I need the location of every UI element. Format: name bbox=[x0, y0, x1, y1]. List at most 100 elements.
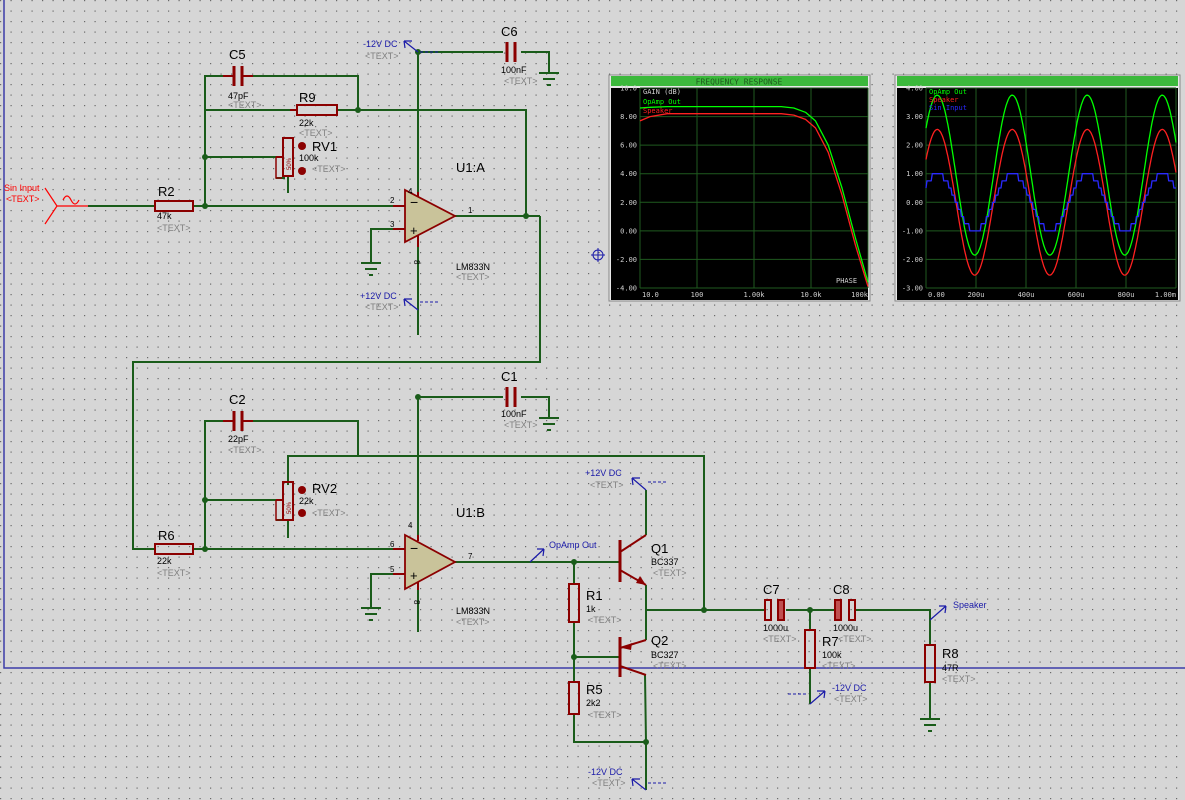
pos12-text: <TEXT> bbox=[365, 302, 399, 312]
c7-ref: C7 bbox=[763, 582, 780, 597]
capacitor-c8[interactable]: C8 1000u <TEXT> bbox=[833, 582, 872, 644]
rv2-value: 22k bbox=[299, 496, 314, 506]
r6-text: <TEXT> bbox=[157, 568, 191, 578]
r5-value: 2k2 bbox=[586, 698, 601, 708]
net-label-opamp-out[interactable]: OpAmp Out bbox=[529, 540, 597, 563]
graph2-legend-opamp-out: OpAmp Out bbox=[929, 88, 967, 96]
r1-value: 1k bbox=[586, 604, 596, 614]
y-tick-label: 6.00 bbox=[620, 142, 637, 150]
graph2-legend-speaker: Speaker bbox=[929, 96, 959, 104]
resistor-r6[interactable]: R6 22k <TEXT> bbox=[154, 528, 194, 578]
transistor-q2[interactable]: Q2 BC327 <TEXT> bbox=[618, 633, 687, 677]
c8-text: <TEXT> bbox=[838, 634, 872, 644]
x-tick-label: 10.0 bbox=[642, 291, 659, 299]
transistor-q1[interactable]: Q1 BC337 <TEXT> bbox=[618, 534, 687, 586]
series-line-speaker bbox=[639, 113, 869, 287]
c8-ref: C8 bbox=[833, 582, 850, 597]
resistor-r5[interactable]: R5 2k2 <TEXT> bbox=[568, 681, 622, 720]
capacitor-c6[interactable]: C6 100nF <TEXT> bbox=[501, 24, 538, 86]
c7-text: <TEXT> bbox=[763, 634, 797, 644]
u1b-pin-6: 6 bbox=[390, 540, 395, 549]
x-tick-label: 400u bbox=[1018, 291, 1035, 299]
y-tick-label: 8.00 bbox=[620, 113, 637, 121]
rv2-ref: RV2 bbox=[312, 481, 337, 496]
sin-input-text: <TEXT> bbox=[6, 194, 40, 204]
opamp-u1a[interactable]: − + 4 2 3 1 8 U1:A LM833N <TEXT> bbox=[390, 160, 490, 282]
rv1-text: <TEXT> bbox=[312, 164, 346, 174]
origin-marker-icon bbox=[591, 248, 605, 262]
r7-text: <TEXT> bbox=[822, 661, 856, 671]
rv2-increment-button[interactable] bbox=[298, 486, 306, 494]
power-terminal-neg12-top[interactable]: -12V DC <TEXT> bbox=[363, 39, 440, 61]
rv2-dial: 50% bbox=[287, 501, 293, 514]
graph1-ylabel: GAIN (dB) bbox=[643, 88, 681, 96]
q1-text: <TEXT> bbox=[653, 568, 687, 578]
rv2-decrement-button[interactable] bbox=[298, 509, 306, 517]
c2-text: <TEXT> bbox=[228, 445, 262, 455]
y-tick-label: -2.00 bbox=[616, 256, 637, 264]
series-line-opamp-out bbox=[639, 105, 869, 283]
r8-ref: R8 bbox=[942, 646, 959, 661]
y-tick-label: -3.00 bbox=[902, 285, 923, 293]
rv1-increment-button[interactable] bbox=[298, 142, 306, 150]
u1b-minus-sign: − bbox=[410, 540, 418, 556]
potentiometer-rv1[interactable]: 50% RV1 100k <TEXT> bbox=[275, 137, 346, 179]
capacitor-c1[interactable]: C1 100nF <TEXT> bbox=[501, 369, 538, 430]
transient-analysis-graph[interactable]: 4.003.002.001.000.00-1.00-2.00-3.00 0.00… bbox=[894, 74, 1181, 302]
sin-input-generator[interactable]: Sin Input <TEXT> bbox=[4, 183, 88, 225]
rv1-value: 100k bbox=[299, 153, 319, 163]
r5-text: <TEXT> bbox=[588, 710, 622, 720]
r6-value: 22k bbox=[157, 556, 172, 566]
y-tick-label: 2.00 bbox=[906, 142, 923, 150]
sheet-border bbox=[3, 0, 1185, 669]
r9-value: 22k bbox=[299, 118, 314, 128]
capacitor-c7[interactable]: C7 1000u <TEXT> bbox=[763, 582, 797, 644]
opamp-u1b[interactable]: − + 4 6 5 7 8 U1:B LM833N <TEXT> bbox=[390, 505, 490, 627]
pos12-q1-label: +12V DC bbox=[585, 468, 622, 478]
c5-value: 47pF bbox=[228, 91, 249, 101]
neg12-bottom-text: <TEXT> bbox=[592, 778, 626, 788]
r8-value: 47R bbox=[942, 663, 959, 673]
q2-ref: Q2 bbox=[651, 633, 668, 648]
series-line-opamp-out bbox=[925, 94, 1177, 256]
u1b-ref: U1:B bbox=[456, 505, 485, 520]
series-line-sin-input bbox=[925, 173, 1176, 232]
capacitor-c2[interactable]: C2 22pF <TEXT> bbox=[223, 392, 262, 455]
resistor-r8[interactable]: R8 47R <TEXT> bbox=[924, 644, 976, 684]
y-tick-label: -4.00 bbox=[616, 285, 637, 293]
resistor-r1[interactable]: R1 1k <TEXT> bbox=[568, 583, 622, 625]
potentiometer-rv2[interactable]: 50% RV2 22k <TEXT> bbox=[275, 481, 346, 521]
neg12-r7-text: <TEXT> bbox=[834, 694, 868, 704]
graph2-series bbox=[925, 94, 1177, 276]
graph1-grid bbox=[639, 87, 869, 289]
u1b-pin-4: 4 bbox=[408, 521, 413, 530]
u1a-pin-4: 4 bbox=[408, 187, 413, 196]
r8-text: <TEXT> bbox=[942, 674, 976, 684]
power-terminal-pos12-u1a[interactable]: +12V DC <TEXT> bbox=[360, 291, 440, 312]
y-tick-label: 3.00 bbox=[906, 113, 923, 121]
capacitor-c5[interactable]: C5 47pF <TEXT> bbox=[223, 47, 262, 110]
x-tick-label: 200u bbox=[968, 291, 985, 299]
resistor-r7[interactable]: R7 100k <TEXT> bbox=[804, 629, 856, 671]
x-tick-label: 0.00 bbox=[928, 291, 945, 299]
neg12-bottom-label: -12V DC bbox=[588, 767, 623, 777]
resistor-r9[interactable]: R9 22k <TEXT> bbox=[290, 90, 338, 138]
power-terminal-neg12-bottom[interactable]: -12V DC <TEXT> bbox=[588, 767, 668, 791]
graph2-axis-strip bbox=[897, 88, 926, 288]
power-terminal-neg12-r7[interactable]: -12V DC <TEXT> bbox=[788, 683, 868, 705]
resistor-r2[interactable]: R2 47k <TEXT> bbox=[154, 184, 194, 233]
net-label-speaker[interactable]: Speaker bbox=[929, 600, 987, 621]
frequency-response-graph[interactable]: FREQUENCY RESPONSE 10.08.006.004.002.000… bbox=[608, 74, 871, 302]
c5-text: <TEXT> bbox=[228, 100, 262, 110]
rv1-decrement-button[interactable] bbox=[298, 167, 306, 175]
y-tick-label: -1.00 bbox=[902, 227, 923, 235]
y-tick-label: 1.00 bbox=[906, 170, 923, 178]
r9-text: <TEXT> bbox=[299, 128, 333, 138]
power-terminal-pos12-q1[interactable]: +12V DC <TEXT> bbox=[585, 468, 668, 491]
r5-ref: R5 bbox=[586, 682, 603, 697]
u1a-ref: U1:A bbox=[456, 160, 485, 175]
y-tick-label: 2.00 bbox=[620, 199, 637, 207]
series-line-speaker bbox=[925, 128, 1177, 276]
